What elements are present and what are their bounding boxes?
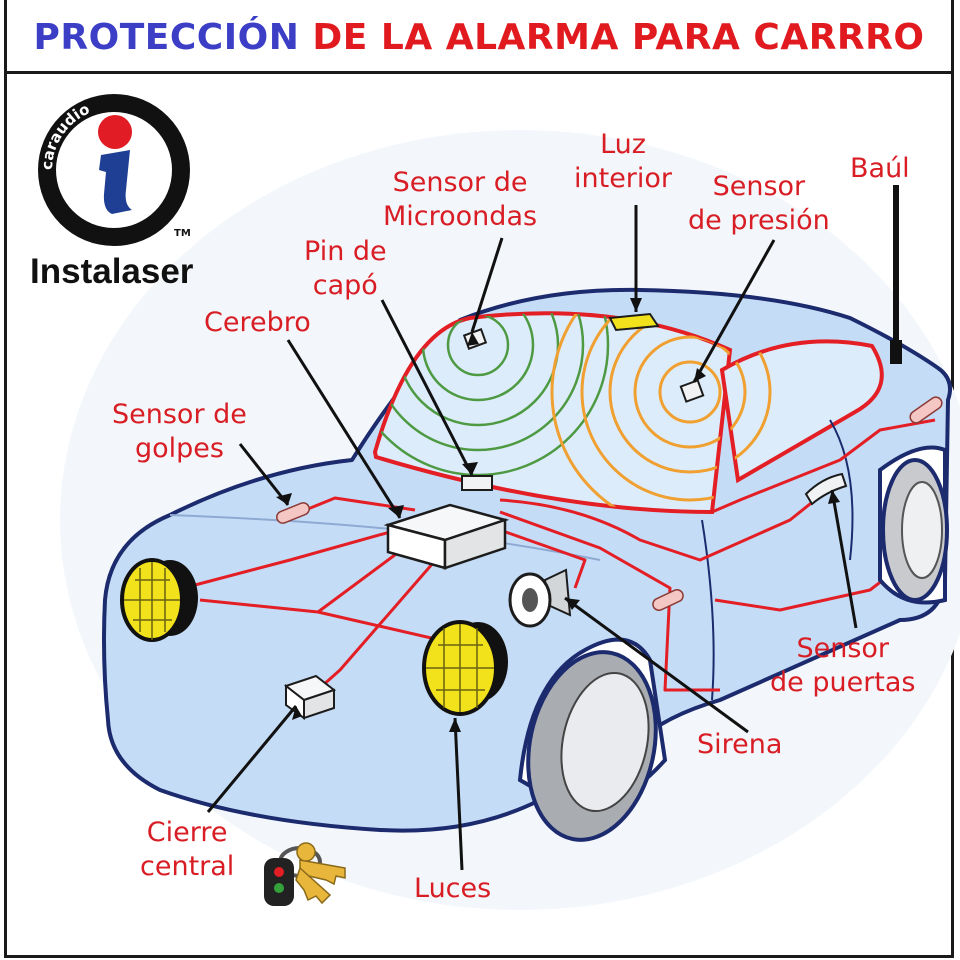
label-line: Cierre <box>146 817 228 848</box>
pin-capo-sensor <box>461 475 493 491</box>
headlight-right <box>422 620 508 716</box>
caraudio-logo <box>38 94 190 246</box>
label-sirena: Sirena <box>697 728 782 762</box>
label-line: golpes <box>134 433 224 464</box>
pressure-waves <box>550 313 730 512</box>
label-line: de presión <box>688 205 830 236</box>
label-line: Cerebro <box>204 307 311 338</box>
label-line: Pin de <box>304 236 387 267</box>
pressure-waves-side <box>722 341 772 474</box>
trademark: TM <box>174 228 191 239</box>
label-line: capó <box>312 270 378 301</box>
leader-lines <box>206 205 858 871</box>
label-baul: Baúl <box>850 152 910 186</box>
shock-sensor <box>276 502 310 524</box>
title-part-blue: PROTECCIÓN <box>33 17 300 58</box>
label-line: Sirena <box>697 729 783 760</box>
cierre-central-box <box>283 674 337 720</box>
label-line: central <box>140 851 235 882</box>
page-title: PROTECCIÓN DE LA ALARMA PARA CARRRO <box>4 0 954 74</box>
label-line: Sensor de <box>112 399 247 430</box>
siren <box>508 568 572 628</box>
label-line: Luz <box>600 129 646 160</box>
pressure-sensor <box>679 379 705 403</box>
rear-wheel <box>878 445 949 605</box>
front-wheel <box>517 637 668 842</box>
label-line: Sensor <box>796 633 890 664</box>
label-cierre-central: Cierre central <box>140 816 234 884</box>
side-marker <box>652 396 943 611</box>
label-sensor-microondas: Sensor de Microondas <box>383 166 537 234</box>
label-pin-capo: Pin de capó <box>304 235 387 303</box>
label-line: Baúl <box>850 153 910 184</box>
brand-name: Instalaser <box>30 252 194 291</box>
label-luz-interior: Luz interior <box>574 128 672 196</box>
cerebro-box <box>383 503 510 570</box>
label-line: interior <box>574 163 673 194</box>
title-part-red: DE LA ALARMA PARA CARRRO <box>312 17 925 58</box>
trunk-antenna <box>890 185 902 364</box>
door-handle <box>804 472 848 506</box>
label-sensor-puertas: Sensor de puertas <box>770 632 916 700</box>
label-line: Luces <box>414 873 492 904</box>
key-fob-icon <box>264 842 346 906</box>
label-line: Microondas <box>383 201 538 232</box>
label-line: Sensor de <box>392 167 528 198</box>
label-sensor-golpes: Sensor de golpes <box>112 398 247 466</box>
label-luces: Luces <box>414 872 491 906</box>
luz-interior-lamp <box>608 312 660 332</box>
label-line: de puertas <box>770 667 916 698</box>
headlight-left <box>120 558 198 642</box>
arrowheads <box>276 298 840 732</box>
label-cerebro: Cerebro <box>204 306 311 340</box>
label-sensor-presion: Sensor de presión <box>688 170 830 238</box>
label-line: Sensor <box>712 171 806 202</box>
